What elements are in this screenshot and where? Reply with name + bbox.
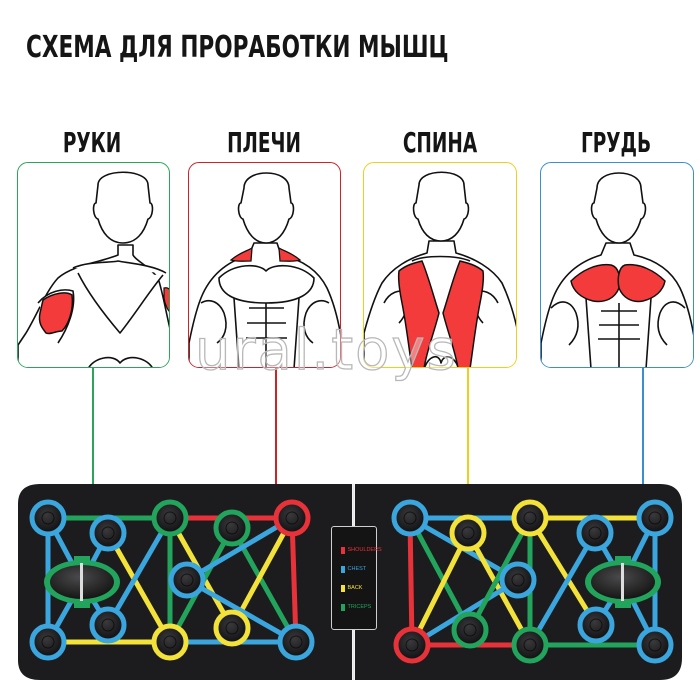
panel-shoulders bbox=[188, 162, 341, 368]
page-title: СХЕМА ДЛЯ ПРОРАБОТКИ МЫШЦ bbox=[26, 30, 449, 65]
figure-front-chest-icon bbox=[541, 172, 693, 367]
handle-left bbox=[44, 556, 120, 608]
label-chest: ГРУДЬ bbox=[580, 126, 652, 159]
legend-item-shoulders: SHOULDERS bbox=[341, 545, 382, 555]
panel-back bbox=[363, 162, 517, 368]
legend-swatch-green bbox=[341, 603, 345, 611]
legend-item-back: BACK bbox=[341, 583, 362, 593]
label-shoulders: ПЛЕЧИ bbox=[227, 126, 301, 159]
connector-back bbox=[467, 368, 469, 518]
figure-front-shoulders-icon bbox=[189, 172, 340, 367]
legend-item-chest: CHEST bbox=[341, 564, 366, 574]
board-left-half bbox=[18, 484, 352, 680]
connector-arms bbox=[92, 368, 94, 518]
panel-arms bbox=[17, 162, 170, 368]
legend-swatch-red bbox=[341, 546, 345, 554]
label-back: СПИНА bbox=[402, 126, 478, 159]
connector-chest bbox=[642, 368, 644, 518]
color-legend: SHOULDERS CHEST BACK TRICEPS bbox=[331, 526, 382, 630]
connector-shoulders bbox=[275, 368, 277, 518]
figure-back-arms-icon bbox=[18, 171, 169, 367]
handle-right bbox=[585, 556, 661, 608]
figure-back-lats-icon bbox=[364, 171, 516, 367]
board-right-half bbox=[355, 484, 682, 680]
label-arms: РУКИ bbox=[62, 126, 122, 159]
legend-swatch-blue bbox=[341, 565, 345, 573]
legend-item-triceps: TRICEPS bbox=[341, 602, 371, 612]
panel-chest bbox=[540, 162, 694, 368]
legend-swatch-yellow bbox=[341, 584, 345, 592]
